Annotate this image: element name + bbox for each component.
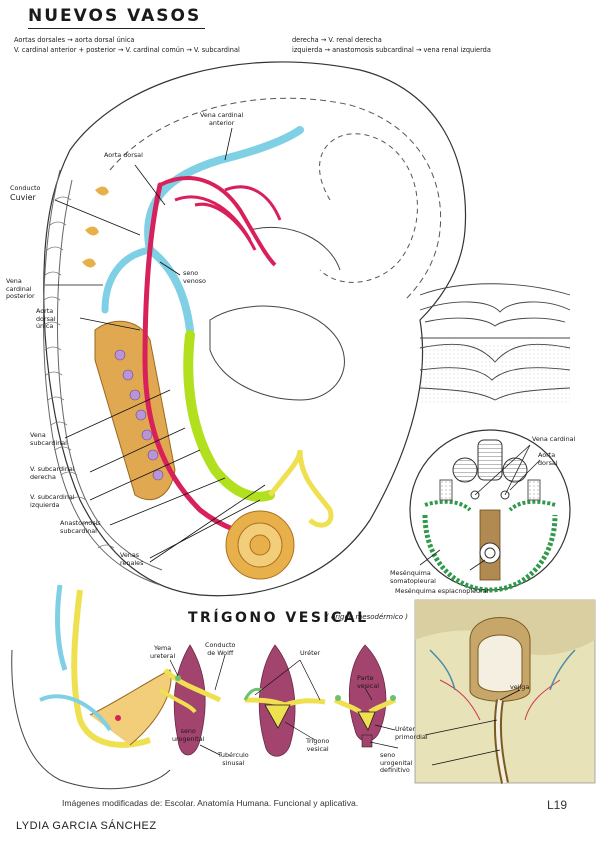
conducto-cuvier xyxy=(146,246,194,334)
label-v-subcardinal-derecha: V. subcardinal derecha xyxy=(30,465,75,481)
flow-branch-left: izquierda → anastomosis subcardinal → ve… xyxy=(292,46,491,54)
source-credit: Imágenes modificadas de: Escolar. Anatom… xyxy=(62,798,359,808)
bladder-illustration xyxy=(414,599,596,784)
author-name: LYDIA GARCIA SÁNCHEZ xyxy=(16,820,157,832)
cross-section xyxy=(409,429,571,593)
label-parte-vesical: Parte vesical xyxy=(357,674,380,690)
label-conducto-wolff: Conducto de Wolff xyxy=(205,641,236,657)
embryo-diagram xyxy=(43,61,467,597)
label-seno-urogenital: seno urogenital xyxy=(172,727,205,743)
mesenquima-somatopleural-ring xyxy=(422,514,558,593)
label-yema-ureteral: Yema ureteral xyxy=(150,644,176,660)
label-cs-vena-cardinal: Vena cardinal xyxy=(532,435,576,443)
label-vejiga: vejiga xyxy=(510,683,530,691)
label-conducto: Conducto xyxy=(10,184,41,192)
flow-branch-right: derecha → V. renal derecha xyxy=(292,36,382,44)
sagittal-drawing xyxy=(11,584,172,790)
label-seno-venoso: seno venoso xyxy=(183,269,206,285)
trigono-stage-2 xyxy=(243,644,326,757)
dorsal-buds xyxy=(82,186,109,268)
label-aorta-dorsal-unica: Aorta dorsal única xyxy=(36,307,56,330)
trigono-stage-1 xyxy=(158,644,222,756)
flow-line-aortas: Aortas dorsales → aorta dorsal única xyxy=(14,36,135,44)
gut-coil xyxy=(225,510,295,580)
pointer-lines xyxy=(45,127,266,563)
label-vena-cardinal-posterior: Vena cardinal posterior xyxy=(6,277,35,300)
vena-subcardinal xyxy=(183,330,275,502)
section-top xyxy=(419,283,571,405)
label-cs-aorta-dorsal: Aorta dorsal xyxy=(538,451,558,467)
label-cuvier: Cuvier xyxy=(10,193,36,202)
vena-cardinal-posterior xyxy=(101,246,154,314)
label-vena-cardinal-anterior: Vena cardinal anterior xyxy=(200,111,244,127)
label-vena-subcardinal: Vena subcardinal xyxy=(30,431,67,447)
label-ureter: Uréter xyxy=(300,649,321,657)
vena-cardinal-anterior xyxy=(144,126,304,254)
trigono-title: TRÍGONO VESICAL xyxy=(188,610,369,626)
page-title: NUEVOS VASOS xyxy=(28,6,206,29)
trigono-stage-3 xyxy=(333,644,397,748)
heart-outline xyxy=(209,305,345,401)
page-code: L19 xyxy=(547,798,568,812)
label-seno-urogenital-definitivo: seno urogenital definitivo xyxy=(380,751,413,774)
label-anastomosis-subcardinal: Anastomosis subcardinal xyxy=(60,519,101,535)
renal-yellow xyxy=(268,449,334,528)
label-mesenquima-esplacnopleural: Mesénquima esplacnopleural xyxy=(395,587,489,595)
label-tuberculo-sinusal: Tubérculo sinusal xyxy=(218,751,249,767)
mesonephros xyxy=(94,320,176,501)
label-ureter-primordial: Uréter primordial xyxy=(395,725,428,741)
trigono-subtitle: ( origen mesodérmico ) xyxy=(326,613,409,621)
label-v-subcardinal-izquierda: V. subcardinal izquierda xyxy=(30,493,75,509)
label-venas-renales: Venas renales xyxy=(120,551,144,567)
label-mesenquima-somatopleural: Mesénquima somatopleural xyxy=(390,569,436,585)
aorta-dorsal xyxy=(142,182,273,543)
flow-line-cardinal: V. cardinal anterior + posterior → V. ca… xyxy=(14,46,240,54)
label-trigono-vesical: Trígono vesical xyxy=(306,737,330,753)
somite-band xyxy=(43,169,161,586)
label-aorta-dorsal: Aorta dorsal xyxy=(104,151,143,159)
